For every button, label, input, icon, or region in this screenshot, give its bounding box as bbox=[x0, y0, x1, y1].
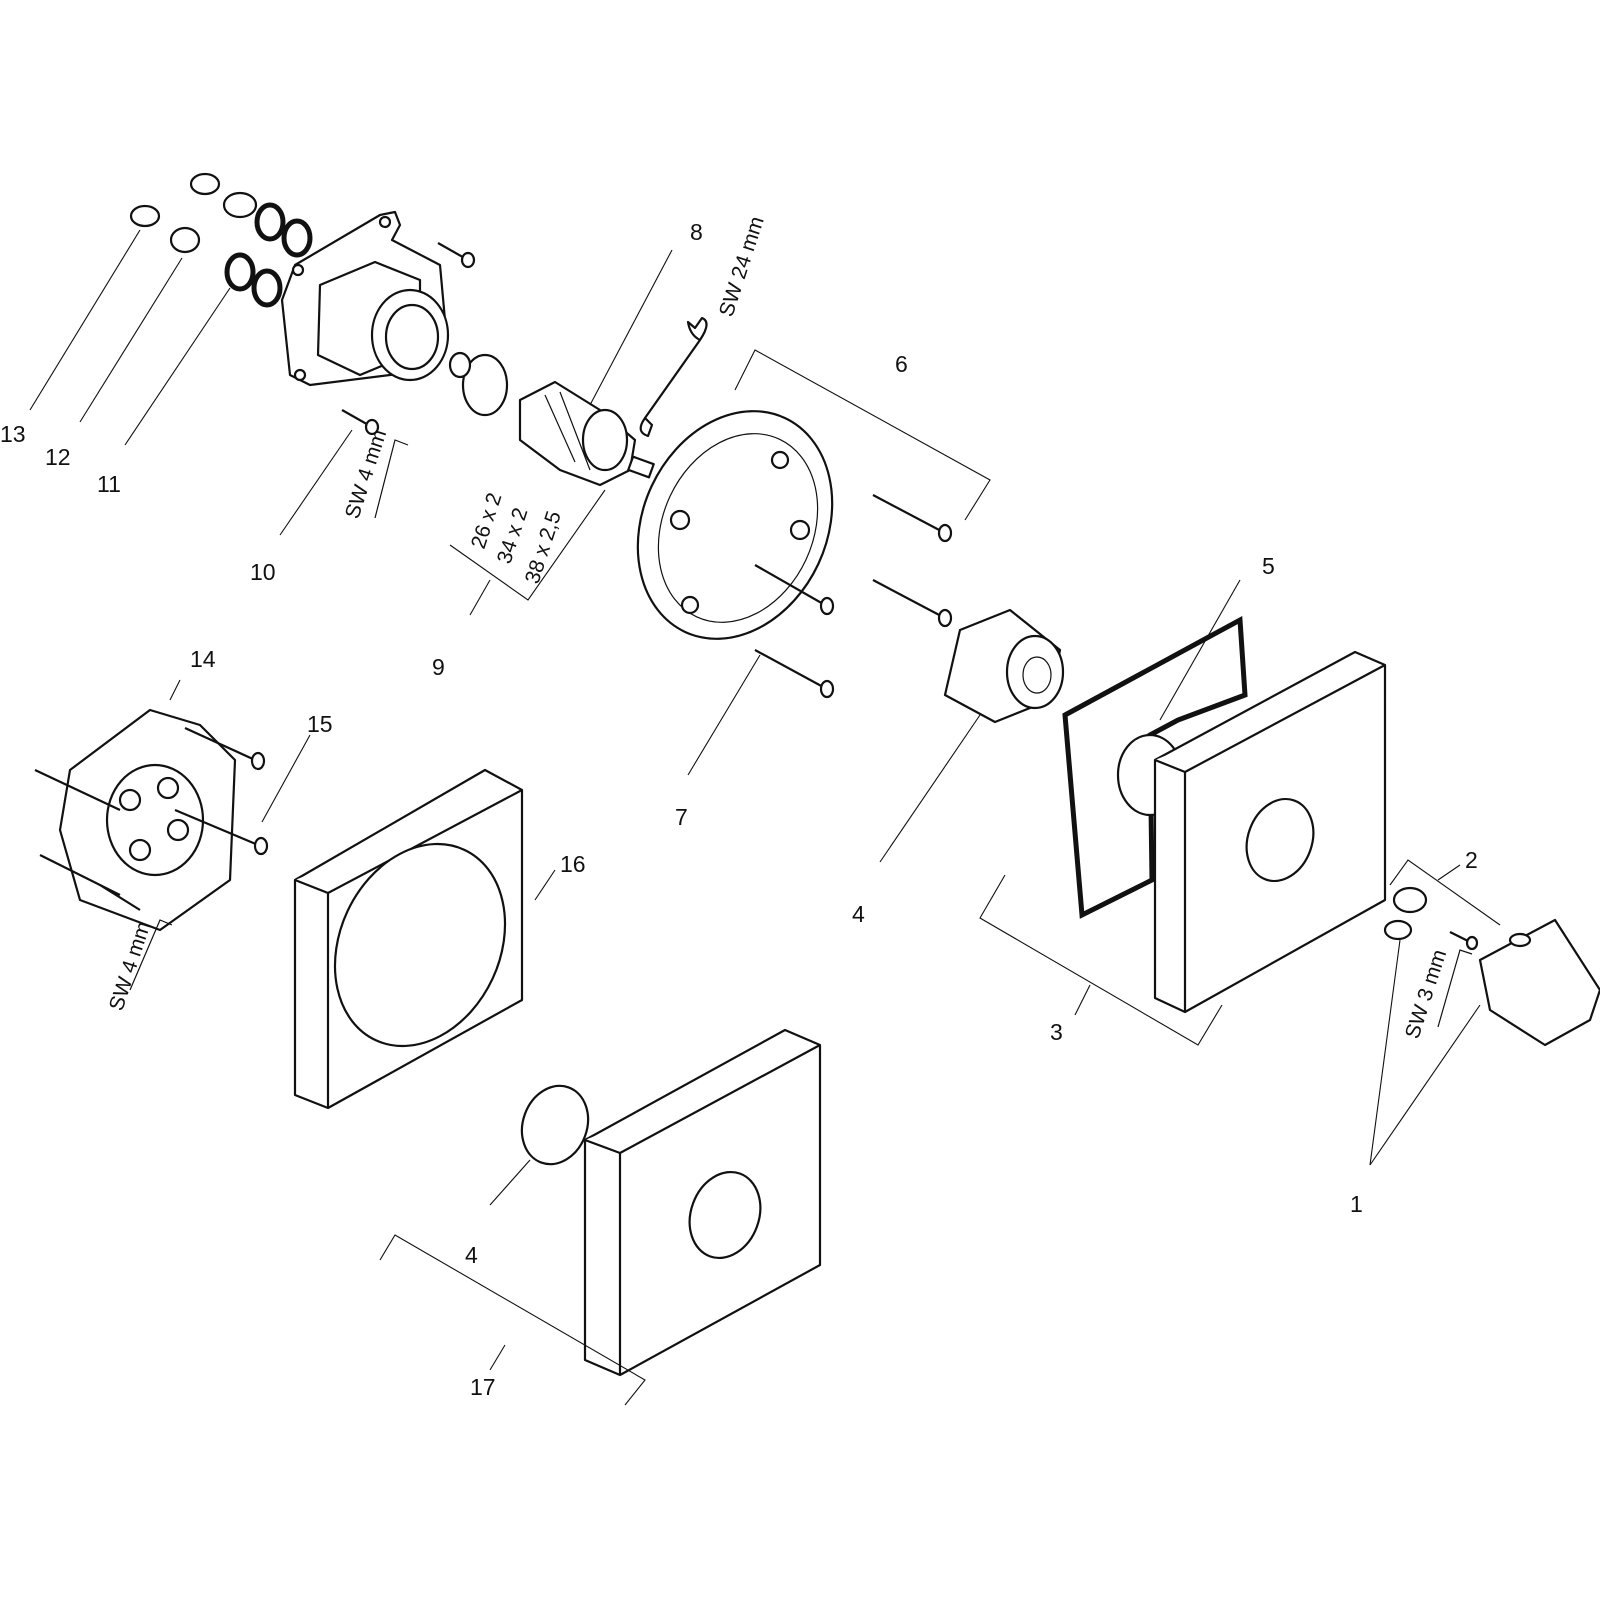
leader-lines bbox=[29, 229, 1481, 1206]
label-5: 5 bbox=[1262, 553, 1275, 579]
label-3: 3 bbox=[1050, 1019, 1063, 1045]
valve-body bbox=[280, 210, 450, 387]
label-9: 9 bbox=[432, 654, 445, 680]
screw-10 bbox=[341, 409, 380, 436]
bracket-2 bbox=[1389, 859, 1501, 926]
label-6: 6 bbox=[895, 351, 908, 377]
label-13: 13 bbox=[0, 421, 26, 447]
bracket-9 bbox=[449, 489, 606, 616]
label-4-upper: 4 bbox=[852, 901, 865, 927]
allen-key-sw3 bbox=[1437, 949, 1473, 1028]
handle-knob bbox=[1478, 918, 1600, 1047]
body-screws bbox=[34, 726, 269, 911]
o-ring-4-lower bbox=[520, 1084, 590, 1166]
thermostatic-cartridge bbox=[518, 380, 655, 487]
extension-sleeve bbox=[943, 608, 1065, 724]
label-10: 10 bbox=[250, 559, 276, 585]
diverter-body bbox=[58, 708, 237, 932]
screw-top bbox=[437, 242, 476, 269]
label-7: 7 bbox=[675, 804, 688, 830]
spec-sw4-10: SW 4 mm bbox=[341, 427, 391, 522]
wrench-sw24 bbox=[639, 316, 708, 438]
spec-sw4-14: SW 4 mm bbox=[105, 919, 155, 1014]
handle-adapter bbox=[1383, 886, 1479, 951]
label-2: 2 bbox=[1465, 847, 1478, 873]
bracket-6 bbox=[734, 349, 991, 521]
label-16: 16 bbox=[560, 851, 586, 877]
trim-plate-lower bbox=[583, 1028, 822, 1377]
label-11: 11 bbox=[97, 471, 121, 497]
fittings-set bbox=[129, 172, 313, 308]
check-valve bbox=[448, 351, 509, 417]
label-4-lower: 4 bbox=[465, 1242, 478, 1268]
bracket-3 bbox=[979, 874, 1223, 1046]
allen-key-10 bbox=[374, 439, 409, 519]
label-14: 14 bbox=[190, 646, 216, 672]
label-17: 17 bbox=[470, 1374, 496, 1400]
flange-screws bbox=[754, 494, 953, 699]
label-12: 12 bbox=[45, 444, 71, 470]
bracket-17 bbox=[379, 1234, 646, 1406]
label-1: 1 bbox=[1350, 1191, 1363, 1217]
spec-sw24: SW 24 mm bbox=[715, 214, 769, 320]
spec-sw3: SW 3 mm bbox=[1401, 947, 1451, 1042]
label-15: 15 bbox=[307, 711, 333, 737]
label-8: 8 bbox=[690, 219, 703, 245]
allen-key-14 bbox=[129, 919, 173, 991]
trim-plate-square bbox=[1153, 650, 1387, 1014]
round-cover-plate bbox=[293, 768, 524, 1110]
